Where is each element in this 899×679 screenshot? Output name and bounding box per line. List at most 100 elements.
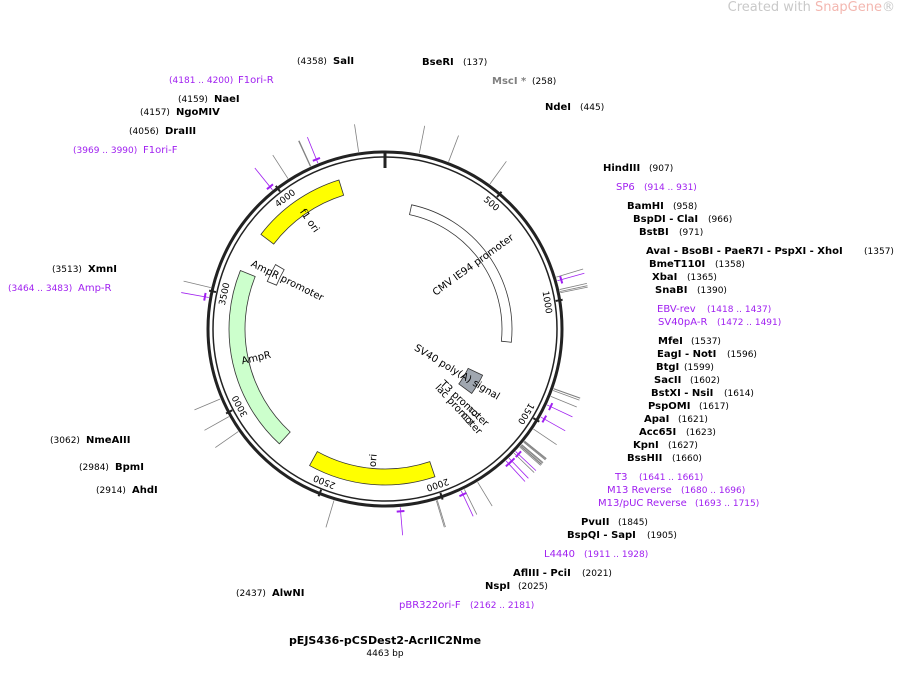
svg-text:(3062): (3062) [50, 436, 80, 446]
primer-SV40pA-R: SV40pA-R(1472 .. 1491) [658, 317, 781, 328]
svg-text:pBR322ori-F: pBR322ori-F [399, 600, 461, 611]
feature-ampr-promoter [266, 264, 285, 286]
plasmid-name: pEJS436-pCSDest2-AcrIIC2Nme [289, 634, 481, 647]
svg-text:BstXI - NsiI: BstXI - NsiI [651, 388, 713, 399]
svg-text:Amp-R: Amp-R [78, 283, 112, 294]
primer-M13-Reverse: M13 Reverse(1680 .. 1696) [607, 485, 745, 496]
svg-text:(258): (258) [532, 77, 556, 87]
svg-text:(2021): (2021) [582, 569, 612, 579]
svg-text:(1911 .. 1928): (1911 .. 1928) [584, 550, 648, 560]
svg-text:BseRI: BseRI [422, 57, 454, 68]
site-SnaBI: SnaBI(1390) [655, 285, 727, 296]
site-NgoMIV: (4157)NgoMIV [140, 107, 220, 118]
svg-text:(3513): (3513) [52, 265, 82, 275]
svg-text:(2025): (2025) [518, 582, 548, 592]
site-MscI: MscI *(258) [492, 76, 556, 87]
feature-f1-ori [260, 179, 345, 245]
primer-mark-2 [559, 275, 564, 284]
site-leader-19 [521, 444, 544, 463]
svg-text:BtgI: BtgI [656, 362, 679, 373]
svg-text:(2437): (2437) [236, 589, 266, 599]
svg-text:(914 .. 931): (914 .. 931) [644, 183, 697, 193]
svg-text:(445): (445) [580, 103, 604, 113]
primer-mark-4 [541, 415, 548, 423]
svg-text:(2162 .. 2181): (2162 .. 2181) [470, 601, 534, 611]
svg-text:(4056): (4056) [129, 127, 159, 137]
site-leader-1 [418, 125, 426, 154]
svg-text:(1614): (1614) [724, 389, 754, 399]
site-leader-13 [552, 390, 580, 401]
svg-text:(1641 .. 1661): (1641 .. 1661) [639, 473, 703, 483]
site-PvuII: PvuII(1845) [581, 517, 648, 528]
tick-label-1000: 1000 [540, 290, 554, 314]
svg-text:BmeT110I: BmeT110I [649, 259, 705, 270]
feature-cmv-ie94-promoter [409, 204, 513, 343]
site-leader-27 [436, 500, 446, 528]
tick-3500 [208, 289, 217, 294]
svg-text:(4157): (4157) [140, 108, 170, 118]
primer-mark-0 [312, 157, 321, 162]
svg-text:(1599): (1599) [684, 363, 714, 373]
svg-text:NdeI: NdeI [545, 102, 571, 113]
svg-text:MfeI: MfeI [658, 336, 683, 347]
site-leader-3 [489, 161, 507, 185]
svg-text:(966): (966) [708, 215, 732, 225]
svg-text:(971): (971) [679, 228, 703, 238]
svg-text:BpmI: BpmI [115, 462, 144, 473]
svg-text:(1623): (1623) [686, 428, 716, 438]
primer-SP6: SP6 (914 .. 931) [616, 182, 697, 193]
svg-text:(1596): (1596) [727, 350, 757, 360]
site-leader-29 [325, 500, 335, 528]
svg-text:EBV-rev: EBV-rev [657, 304, 696, 315]
site-leader-5 [298, 140, 311, 167]
site-AvaI-XhoI: AvaI - BsoBI - PaeR7I - PspXI - XhoI(135… [646, 246, 894, 257]
site-NaeI: (4159)NaeI [178, 94, 240, 105]
site-leader-31 [204, 416, 230, 431]
site-leader-15 [533, 428, 557, 446]
svg-text:(1660): (1660) [672, 454, 702, 464]
primer-F1ori-F: (3969 .. 3990)F1ori-F [73, 145, 178, 156]
svg-text:SP6: SP6 [616, 182, 635, 193]
svg-text:DraIII: DraIII [165, 126, 196, 137]
site-leader-28 [435, 500, 445, 528]
site-leader-9 [559, 285, 588, 292]
site-leader-2 [448, 135, 459, 162]
primer-L4440: L4440(1911 .. 1928) [544, 549, 648, 560]
svg-text:SalI: SalI [333, 56, 354, 67]
svg-text:BamHI: BamHI [627, 201, 664, 212]
label-layer: (4358)SalI BseRI(137) MscI *(258) NdeI(4… [8, 56, 894, 611]
svg-text:NmeAIII: NmeAIII [86, 435, 130, 446]
svg-text:(1418 .. 1437): (1418 .. 1437) [707, 305, 771, 315]
svg-text:(2984): (2984) [79, 463, 109, 473]
title-block: pEJS436-pCSDest2-AcrIIC2Nme 4463 bp [289, 634, 481, 659]
feature-label-6: AmpR promoter [249, 259, 326, 304]
svg-text:(3464 .. 3483): (3464 .. 3483) [8, 284, 72, 294]
primer-mark-9 [396, 509, 405, 513]
watermark-prefix: Created with [727, 0, 815, 15]
feature-label-4: ori [368, 454, 380, 468]
svg-text:NspI: NspI [485, 581, 510, 592]
site-leader-10 [560, 286, 588, 294]
site-leader-32 [194, 398, 221, 411]
svg-text:(1627): (1627) [668, 441, 698, 451]
site-leader-20 [520, 444, 543, 464]
tick-4000 [275, 185, 281, 193]
site-leader-7 [556, 268, 584, 278]
svg-text:M13/pUC Reverse: M13/pUC Reverse [598, 498, 687, 509]
svg-text:SV40pA-R: SV40pA-R [658, 317, 707, 328]
site-DraIII: (4056) DraIII [129, 126, 196, 137]
site-SalI: (4358)SalI [297, 56, 354, 67]
svg-text:(4181 .. 4200): (4181 .. 4200) [169, 76, 233, 86]
site-XbaI: XbaI(1365) [652, 272, 717, 283]
svg-text:(1537): (1537) [691, 337, 721, 347]
site-leader-23 [519, 446, 541, 466]
svg-text:PvuII: PvuII [581, 517, 609, 528]
site-ApaI: ApaI(1621) [644, 414, 708, 425]
site-HindIII: HindIII(907) [603, 163, 673, 174]
tick-2500 [317, 489, 323, 497]
svg-text:(1357): (1357) [864, 247, 894, 257]
svg-text:EagI - NotI: EagI - NotI [657, 349, 716, 360]
site-BssHII: BssHII(1660) [627, 453, 702, 464]
svg-text:T3: T3 [614, 472, 627, 483]
tick-label-3500: 3500 [218, 282, 233, 307]
